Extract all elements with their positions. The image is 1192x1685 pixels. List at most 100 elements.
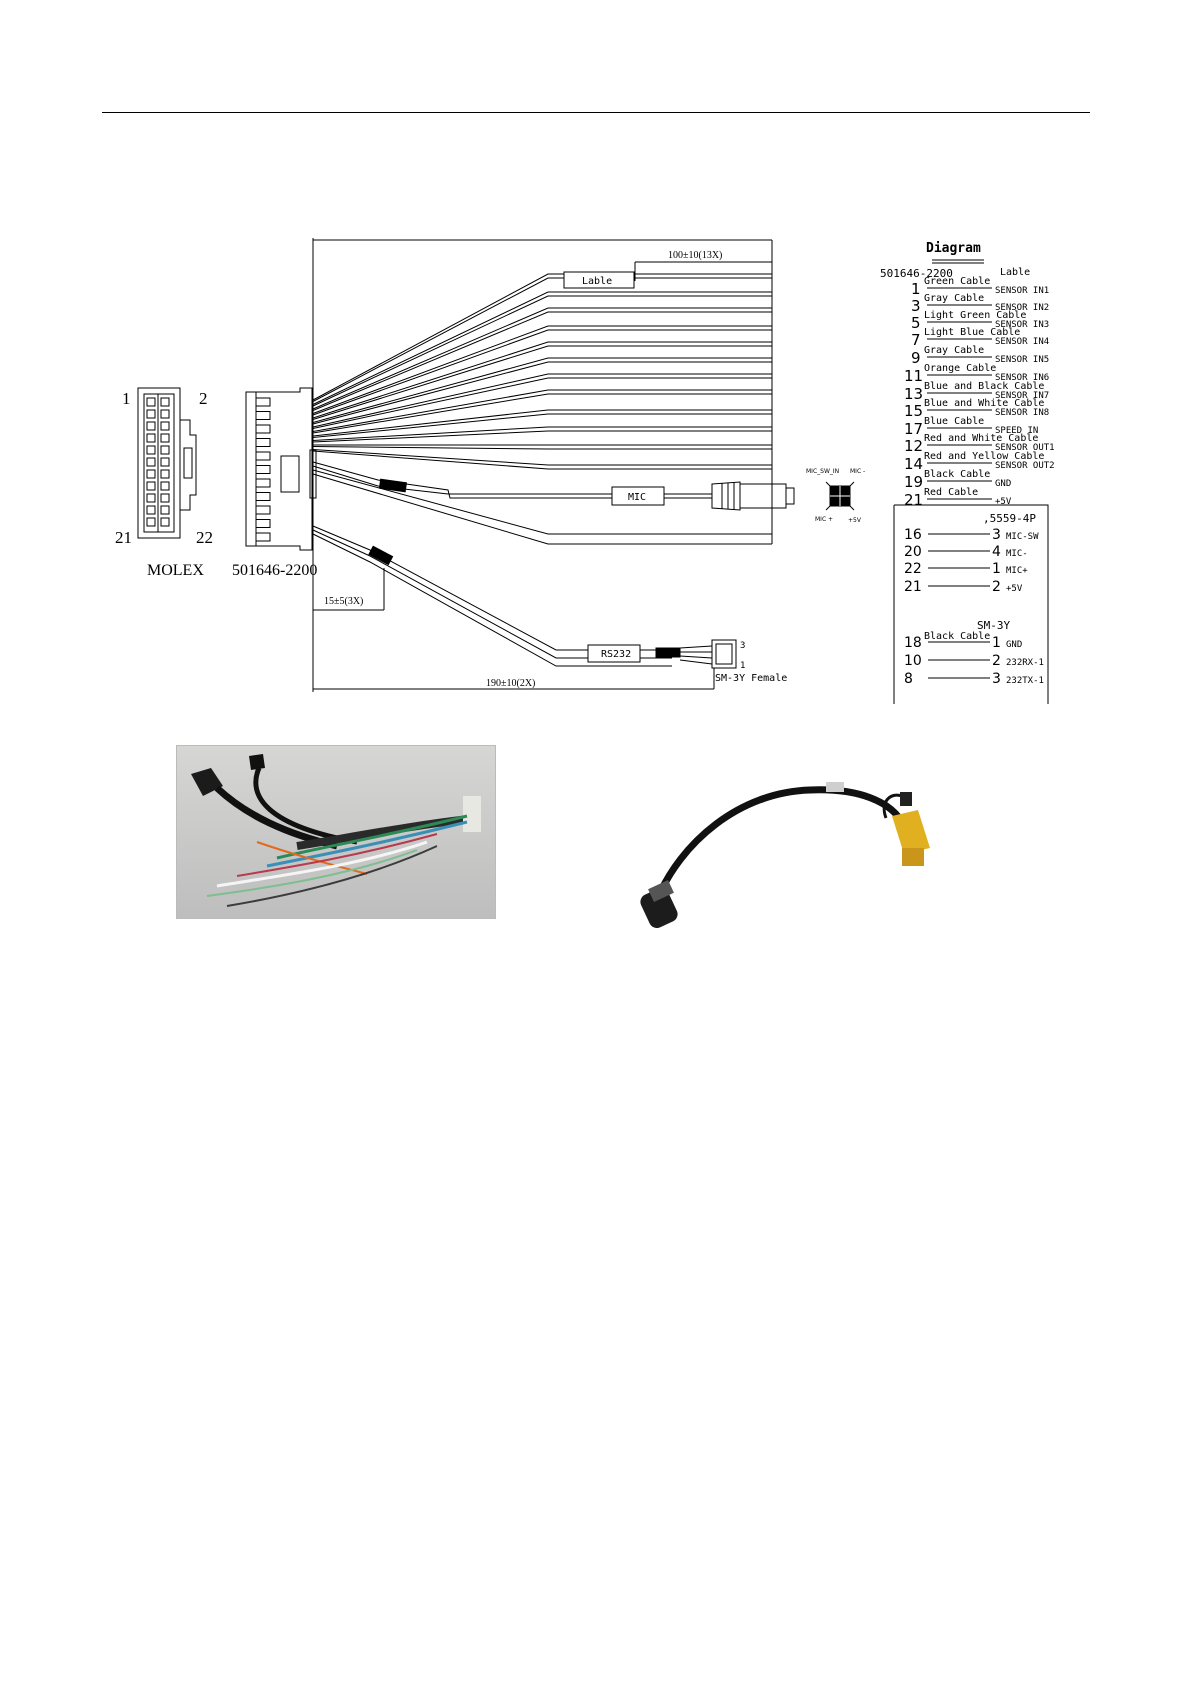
connector-tooth (256, 451, 271, 461)
legend-pin: 7 (911, 331, 921, 349)
mic-lead (312, 461, 795, 511)
molex-pin-22: 22 (196, 528, 213, 547)
header-rule (102, 112, 1090, 113)
legend-signal: SENSOR OUT2 (995, 461, 1055, 471)
legend-pin: 19 (904, 473, 923, 491)
molex-slot (146, 457, 156, 467)
pinout-signal: MIC-SW (1006, 532, 1039, 542)
harness-wire (312, 450, 772, 470)
connector-tooth (256, 519, 271, 528)
molex-slot (160, 409, 170, 419)
legend-pin: 5 (911, 314, 921, 332)
connector-tooth (256, 411, 271, 420)
lable-tag-icon (563, 271, 635, 289)
connector-tooth (256, 492, 271, 501)
legend-signal: SENSOR IN4 (995, 337, 1049, 347)
legend-part: 501646-2200 (880, 267, 953, 280)
legend-signal: SENSOR IN8 (995, 408, 1049, 418)
pinout-signal: 232RX-1 (1006, 658, 1044, 668)
molex-slot (160, 481, 170, 491)
molex-slot (160, 469, 170, 479)
molex-slot (146, 433, 156, 443)
legend-cable: Blue and Black Cable (924, 381, 1044, 392)
molex-slot (146, 409, 156, 419)
harness-wire (312, 449, 772, 466)
legend-lable: Lable (1000, 267, 1030, 278)
legend-cable: Light Blue Cable (924, 327, 1020, 338)
legend-signal: +5V (995, 497, 1012, 507)
legend-signal: GND (995, 479, 1011, 489)
legend-cable: Gray Cable (924, 345, 984, 356)
sm3y-pin3: 3 (740, 641, 745, 651)
connector-tooth (256, 465, 271, 474)
harness-wire (312, 409, 772, 437)
molex-slot (160, 517, 170, 527)
harness-wire (312, 473, 772, 545)
harness-wire (312, 329, 772, 416)
rs232-lead (312, 525, 737, 669)
pinout-from: 10 (904, 653, 922, 669)
dimension-3x: 15±5(3X) (324, 596, 363, 607)
harness-wire (312, 413, 772, 438)
pinout-to: 3 (992, 527, 1001, 543)
pinout-signal: +5V (1006, 584, 1023, 594)
legend-signal: SENSOR IN6 (995, 373, 1049, 383)
aviation-rca-cable-photo-icon (640, 752, 960, 928)
plus5v-pin-label: +5V (848, 517, 862, 524)
legend-pin: 9 (911, 349, 921, 367)
molex-slot (160, 421, 170, 431)
rs232-tag-text: RS232 (601, 649, 631, 660)
legend-cable: Black Cable (924, 469, 990, 480)
harness-wire (312, 357, 772, 423)
connector-tooth (256, 397, 271, 407)
pinout-signal: MIC+ (1006, 566, 1028, 576)
molex-slot (160, 493, 170, 503)
harness-wire (312, 295, 772, 407)
legend-cable: Blue and White Cable (924, 398, 1044, 409)
pinout-to: 4 (992, 544, 1001, 560)
molex-label: MOLEX (147, 562, 204, 579)
pinout-to: 1 (992, 561, 1001, 577)
pinout-signal: MIC- (1006, 549, 1028, 559)
harness-wire (312, 446, 772, 450)
box2-title: SM-3Y (977, 619, 1010, 632)
legend-signal: SENSOR IN1 (995, 286, 1049, 296)
molex-slot (146, 421, 156, 431)
pinout-from: 16 (904, 527, 922, 543)
mic-minus-label: MIC - (850, 468, 865, 475)
pinout-signal: GND (1006, 640, 1022, 650)
pinout-from: 21 (904, 579, 922, 595)
dimension-13x: 100±10(13X) (668, 250, 722, 261)
harness-wire (312, 273, 772, 401)
legend-pin: 14 (904, 455, 923, 473)
legend-pin: 13 (904, 385, 923, 403)
pinout-row: 20 4 MIC- (904, 544, 1028, 560)
legend-pin: 3 (911, 297, 921, 315)
molex-slot (160, 445, 170, 455)
molex-slot (146, 505, 156, 515)
pinout-from: 20 (904, 544, 922, 560)
harness-wire (312, 377, 772, 429)
pinout-signal: 232TX-1 (1006, 676, 1044, 686)
legend-cable: Red Cable (924, 487, 978, 498)
pinout-to: 3 (992, 671, 1001, 687)
mic-pinout-icon (825, 481, 855, 511)
pinout-row: 16 3 MIC-SW (904, 527, 1039, 543)
molex-pin-2: 2 (199, 389, 208, 408)
part-number-label: 501646-2200 (232, 562, 317, 579)
connector-tooth (256, 424, 271, 434)
